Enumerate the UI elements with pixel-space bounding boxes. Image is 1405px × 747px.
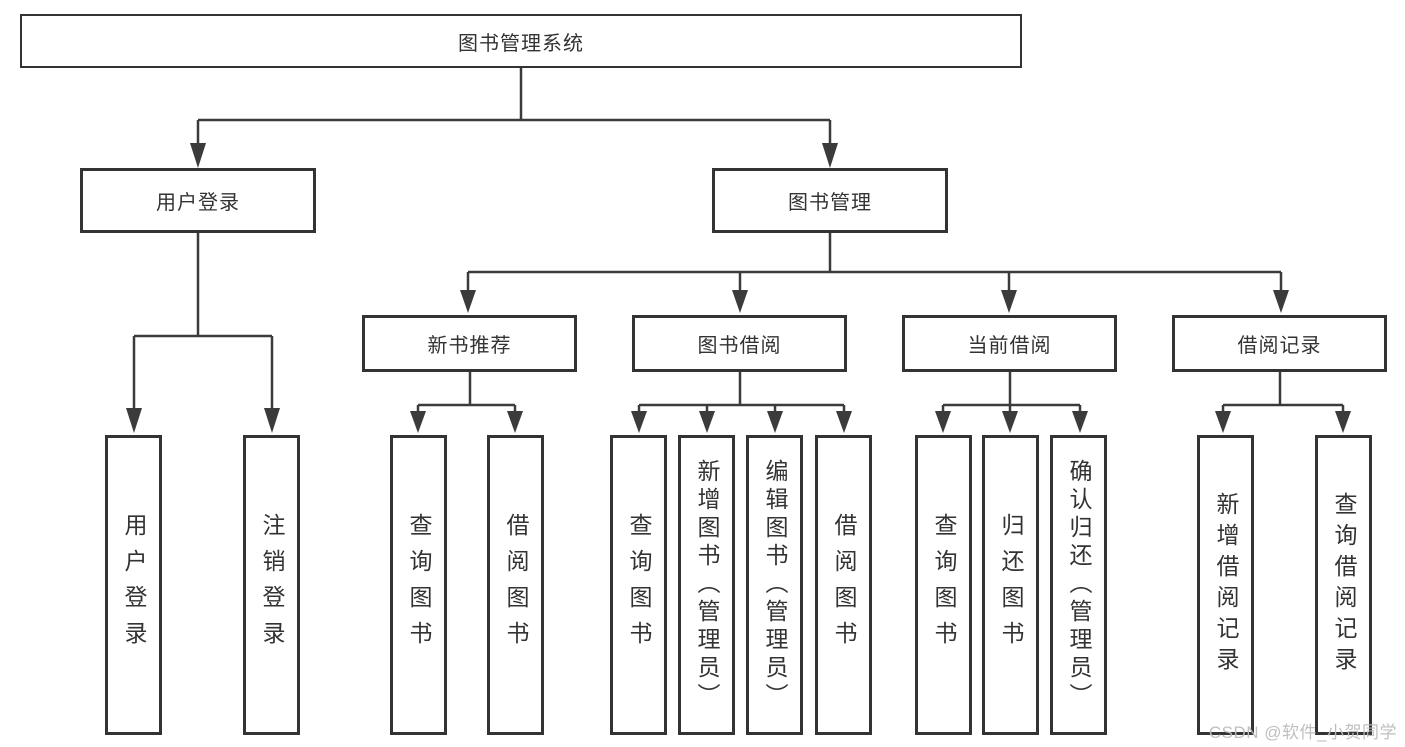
leaf-borrow-books-recommend: 借阅图书	[487, 435, 544, 735]
leaf-edit-book-admin: 编辑图书（管理员）	[746, 435, 803, 735]
leaf-return-books: 归还图书	[982, 435, 1039, 735]
node-user-login: 用户登录	[80, 168, 316, 233]
leaf-user-login: 用户登录	[105, 435, 162, 735]
leaf-borrow-books-borrowing: 借阅图书	[815, 435, 872, 735]
leaf-add-book-admin: 新增图书（管理员）	[678, 435, 735, 735]
leaf-add-borrow-record: 新增借阅记录	[1197, 435, 1254, 735]
leaf-logout: 注销登录	[243, 435, 300, 735]
leaf-query-books-recommend: 查询图书	[390, 435, 447, 735]
arrowheads	[126, 143, 1351, 433]
node-current-borrowing: 当前借阅	[902, 315, 1117, 372]
leaf-query-books-current: 查询图书	[915, 435, 972, 735]
leaf-confirm-return-admin: 确认归还（管理员）	[1050, 435, 1107, 735]
node-book-borrowing: 图书借阅	[632, 315, 847, 372]
csdn-watermark: CSDN @软件_小贺同学	[1208, 723, 1397, 742]
leaf-query-borrow-record: 查询借阅记录	[1315, 435, 1372, 735]
leaf-query-books-borrowing: 查询图书	[610, 435, 667, 735]
node-new-book-recommend: 新书推荐	[362, 315, 577, 372]
node-book-management: 图书管理	[712, 168, 948, 233]
node-library-management-system: 图书管理系统	[20, 14, 1022, 68]
node-borrowing-records: 借阅记录	[1172, 315, 1387, 372]
